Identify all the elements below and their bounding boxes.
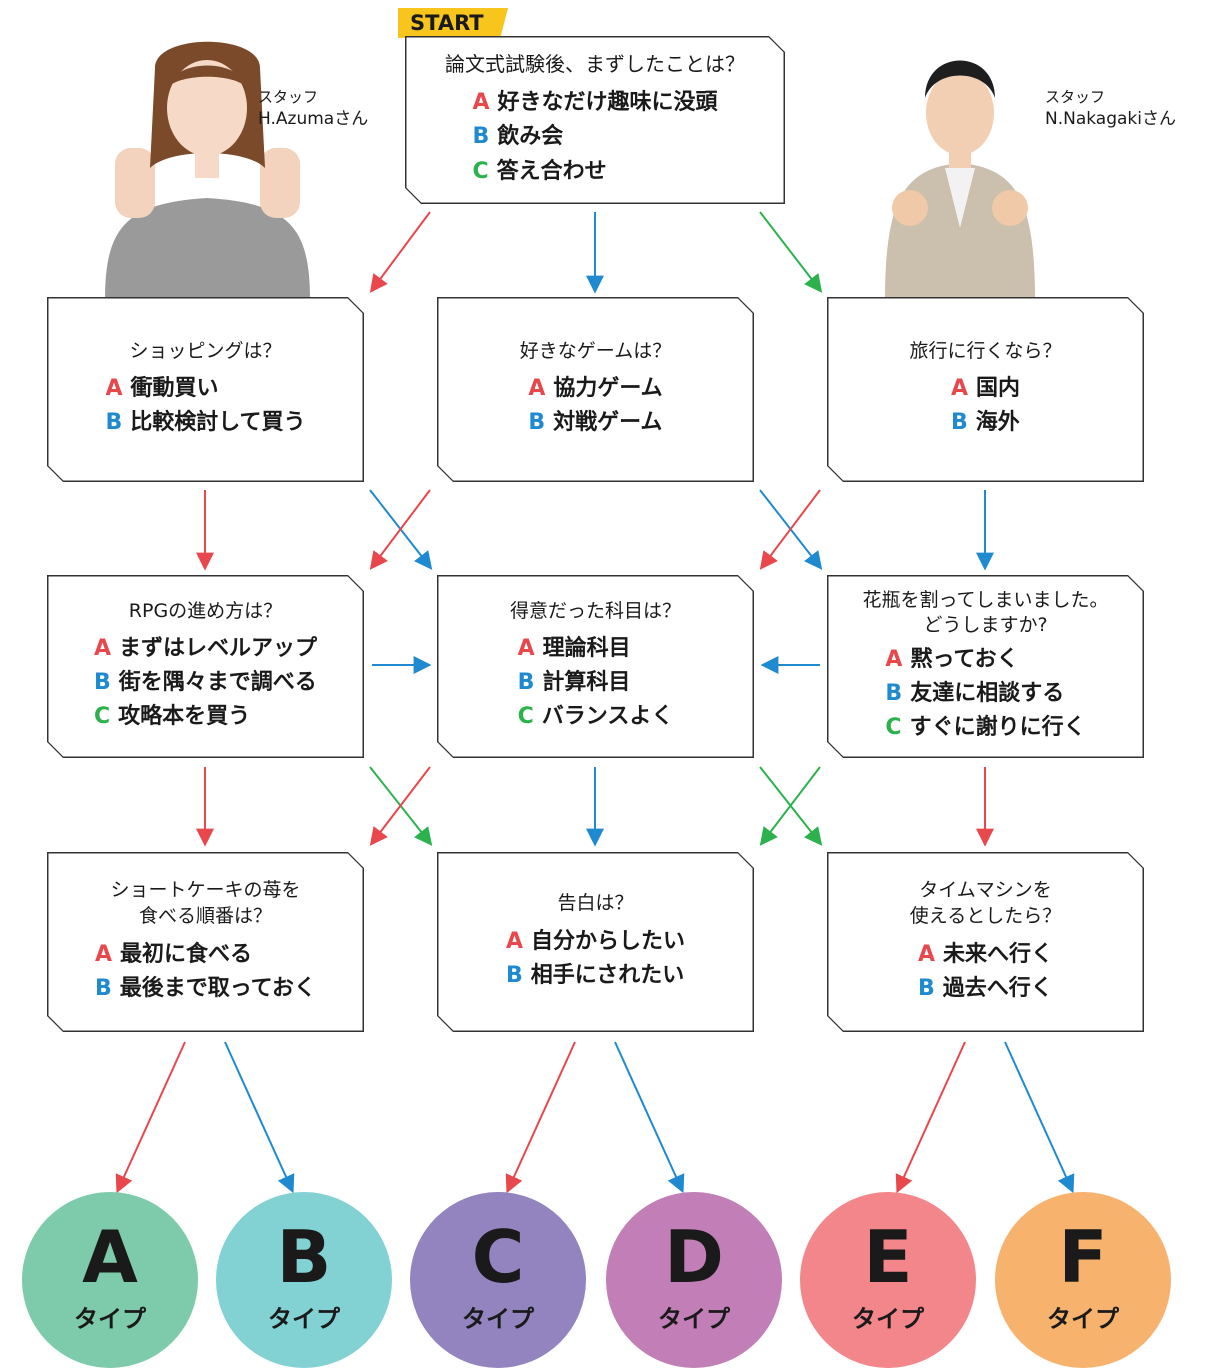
result-letter: E xyxy=(863,1214,913,1299)
arrow-r3-1-b xyxy=(224,1041,295,1194)
result-type-c[interactable]: C タイプ xyxy=(410,1192,586,1368)
arrow-r1-3-a xyxy=(759,489,821,570)
question-text: 好きなゲームは？ xyxy=(519,339,672,362)
result-letter: A xyxy=(82,1214,138,1299)
staff-right-photo xyxy=(885,28,1035,300)
question-text: RPGの進め方は？ xyxy=(128,599,283,622)
question-text: タイムマシンを 使えるとしたら？ xyxy=(909,879,1062,927)
arrow-start-c xyxy=(759,211,823,293)
result-type-f[interactable]: F タイプ xyxy=(995,1192,1171,1368)
result-type-e[interactable]: E タイプ xyxy=(800,1192,976,1368)
staff-right-name: N.Nakagakiさん xyxy=(1045,108,1176,129)
question-text: 花瓶を割ってしまいました。 どうしますか? xyxy=(862,588,1109,637)
question-text: ショートケーキの苺を 食べる順番は？ xyxy=(110,879,301,927)
staff-left-role: スタッフ xyxy=(258,88,319,106)
result-letter: D xyxy=(664,1214,724,1299)
arrow-r2-3-c xyxy=(759,766,821,846)
result-type-b[interactable]: B タイプ xyxy=(216,1192,392,1368)
staff-left-name: H.Azumaさん xyxy=(258,108,369,129)
result-letter: F xyxy=(1058,1214,1108,1299)
arrow-r2-2-a xyxy=(369,766,431,846)
result-type-a[interactable]: A タイプ xyxy=(22,1192,198,1368)
arrow-r3-2-b xyxy=(614,1041,685,1194)
result-letter: B xyxy=(276,1214,332,1299)
result-label: タイプ xyxy=(74,1304,146,1333)
question-text: ショッピングは？ xyxy=(129,339,282,362)
result-label: タイプ xyxy=(658,1304,730,1333)
question-text: 得意だった科目は？ xyxy=(509,599,681,622)
arrow-r3-3-b xyxy=(1004,1041,1075,1194)
arrow-r3-2-a xyxy=(505,1041,576,1194)
start-label: START xyxy=(398,8,508,38)
arrow-r3-1-a xyxy=(115,1041,186,1194)
staff-left-photo xyxy=(85,28,330,300)
question-text: 告白は？ xyxy=(557,892,634,915)
result-label: タイプ xyxy=(268,1304,340,1333)
start-question-text: 論文式試験後、まずしたことは？ xyxy=(445,52,745,77)
result-label: タイプ xyxy=(462,1304,534,1333)
result-type-d[interactable]: D タイプ xyxy=(606,1192,782,1368)
arrow-r1-2-a xyxy=(369,489,431,570)
staff-right-role: スタッフ xyxy=(1045,88,1106,106)
result-letter: C xyxy=(471,1214,525,1299)
arrow-r3-3-a xyxy=(895,1041,966,1194)
result-label: タイプ xyxy=(852,1304,924,1333)
question-text: 旅行に行くなら？ xyxy=(909,339,1062,362)
staff-right-caption: スタッフ N.Nakagakiさん xyxy=(1045,88,1176,130)
result-label: タイプ xyxy=(1047,1304,1119,1333)
staff-left-caption: スタッフ H.Azumaさん xyxy=(258,88,368,130)
arrow-start-a xyxy=(369,211,431,293)
